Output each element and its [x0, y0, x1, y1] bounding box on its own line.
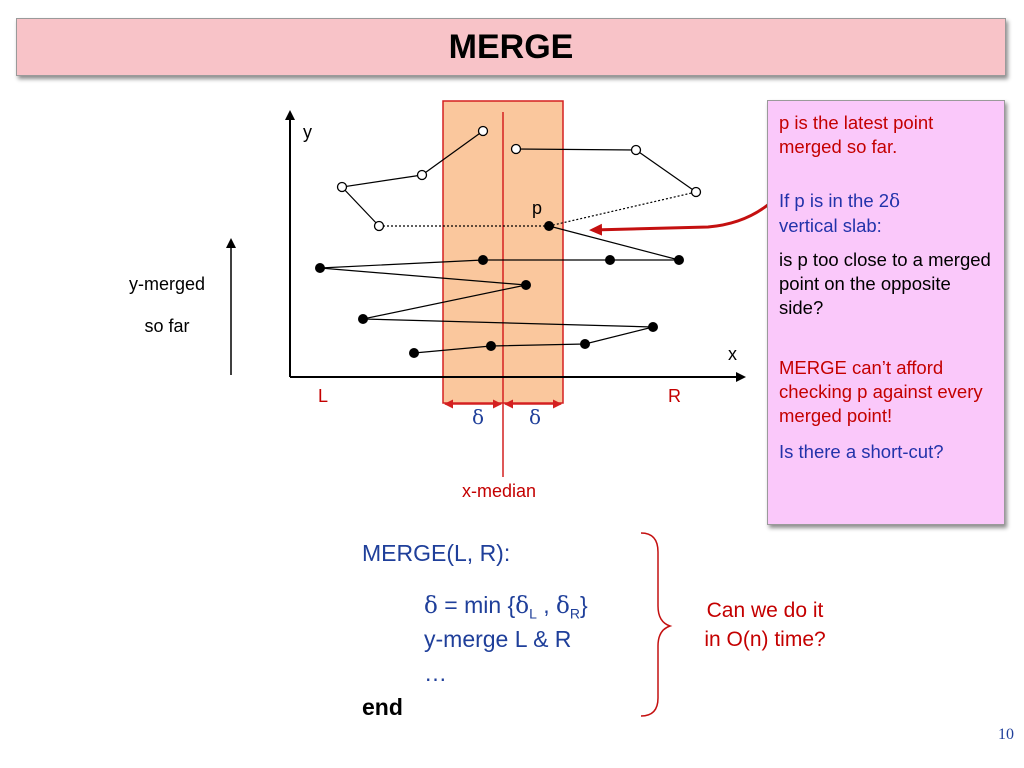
- code-header: MERGE(L, R):: [362, 540, 511, 566]
- right-label: R: [668, 386, 681, 406]
- filled-point: [605, 255, 615, 265]
- y-merged-label: y-merged: [128, 274, 206, 294]
- title-bar: MERGE: [16, 18, 1006, 76]
- filled-point: [478, 255, 488, 265]
- open-points: [336, 125, 702, 232]
- code-close: }: [580, 592, 588, 618]
- code-end: end: [362, 694, 403, 720]
- callout-pointer-arrow: [589, 202, 770, 236]
- x-median-label: x-median: [462, 481, 536, 501]
- filled-point: [409, 348, 419, 358]
- code-min-text: = min {: [437, 592, 516, 618]
- unmerged-chain-left: [340, 130, 484, 227]
- open-point: [336, 181, 348, 193]
- open-point: [477, 125, 489, 137]
- page-number: 10: [998, 726, 1014, 743]
- delta-left-label: δ: [472, 405, 484, 429]
- side-note-line1: Can we do it: [706, 599, 824, 622]
- open-point: [690, 186, 702, 198]
- callout-line-question: is p too close to a merged point on the …: [779, 249, 991, 318]
- code-line-delta-min: δ = min {δL , δR}: [424, 592, 588, 622]
- callout-slab-rest: vertical slab:: [779, 215, 882, 236]
- open-point: [510, 143, 522, 155]
- slide-title: MERGE: [448, 27, 574, 66]
- code-line-y-merge: y-merge L & R: [424, 626, 572, 652]
- dotted-link-right: [548, 191, 697, 227]
- callout-line-slab: If p is in the 2δ vertical slab:: [779, 189, 994, 238]
- filled-point: [580, 339, 590, 349]
- filled-point: [358, 314, 368, 324]
- callout-line-cannot-afford: MERGE can’t afford checking p against ev…: [779, 357, 983, 426]
- code-line-ellipsis: …: [424, 660, 447, 686]
- filled-point: [315, 263, 325, 273]
- point-p-label: p: [532, 198, 542, 218]
- code-delta-symbol: δ: [424, 593, 438, 619]
- code-sub-l: L: [529, 605, 537, 622]
- callout-slab-delta: δ: [889, 191, 901, 212]
- point-p: [544, 221, 554, 231]
- callout-box: p is the latest point merged so far. If …: [767, 100, 1005, 525]
- filled-points: [315, 221, 684, 358]
- delta-right-label: δ: [529, 405, 541, 429]
- open-point: [416, 169, 428, 181]
- open-point: [373, 220, 385, 232]
- y-axis-label: y: [303, 122, 312, 142]
- code-sub-r: R: [569, 605, 581, 622]
- side-note: Can we do it in O(n) time?: [680, 596, 850, 654]
- code-sep: ,: [536, 592, 557, 618]
- filled-point: [486, 341, 496, 351]
- callout-line-latest-point: p is the latest point merged so far.: [779, 112, 934, 157]
- x-axis-label: x: [728, 344, 737, 364]
- curly-brace: [640, 532, 673, 717]
- left-label: L: [318, 386, 328, 406]
- open-point: [630, 144, 642, 156]
- side-note-line2: in O(n) time?: [704, 628, 826, 651]
- code-delta-r: δ: [556, 593, 570, 619]
- callout-slab-text: If p is in the 2: [779, 190, 890, 211]
- filled-point: [521, 280, 531, 290]
- code-delta-l: δ: [515, 593, 530, 619]
- filled-point: [648, 322, 658, 332]
- so-far-label: so far: [144, 316, 190, 336]
- filled-point: [674, 255, 684, 265]
- callout-line-shortcut: Is there a short-cut?: [779, 441, 944, 462]
